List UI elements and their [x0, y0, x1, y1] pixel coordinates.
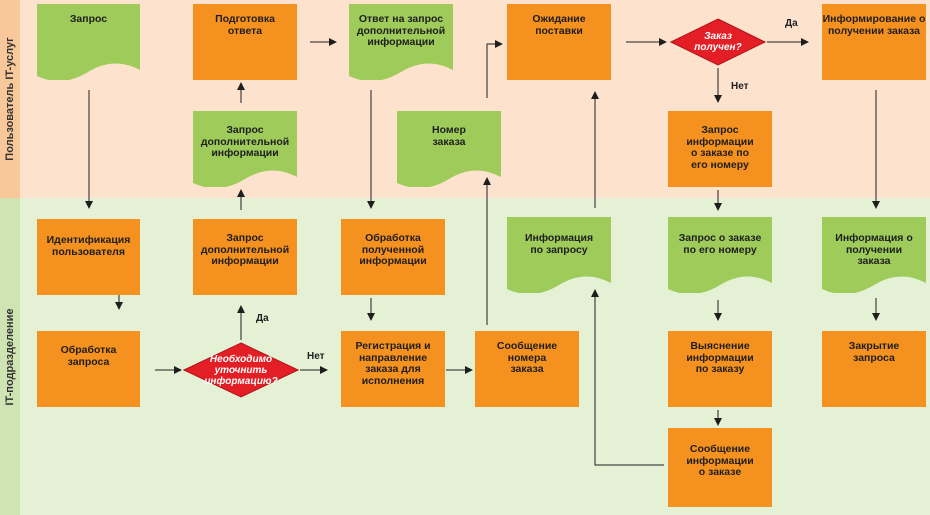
node-request: Запрос	[37, 4, 140, 80]
node-process-request-label: Обработка запроса	[60, 344, 117, 368]
node-order-request-by-number-label: Запрос о заказе по его номеру	[678, 232, 762, 256]
node-order-number: Номер заказа	[397, 111, 501, 187]
node-order-info-msg-label: Сообщение информации о заказе	[686, 443, 754, 478]
node-request-additional-top: Запрос дополнительной информации	[193, 111, 297, 187]
document-shape	[822, 217, 926, 293]
document-shape	[507, 217, 611, 293]
node-info-on-request: Информация по запросу	[507, 217, 611, 293]
arrow-order-number-to-waiting	[486, 40, 503, 98]
node-process-received-label: Обработка полученной информации	[359, 232, 427, 267]
node-close-request-label: Закрытие запроса	[848, 340, 900, 364]
diamond-shape	[183, 342, 299, 398]
lane-it-department: IT-подразделение	[0, 198, 930, 515]
document-shape	[668, 217, 772, 293]
decision-order-received: Заказ получен?	[670, 18, 766, 66]
node-info-on-request-label: Информация по запросу	[524, 232, 594, 256]
node-prepare-answer-label: Подготовка ответа	[215, 13, 275, 37]
node-request-additional-bottom-label: Запрос дополнительной информации	[200, 232, 290, 267]
node-close-request: Закрытие запроса	[822, 331, 926, 407]
document-shape	[37, 4, 140, 80]
label-yes-order-received: Да	[785, 18, 798, 29]
node-info-receipt-label: Информация о получении заказа	[835, 232, 913, 267]
document-shape	[193, 111, 297, 187]
arrow-info-msg-to-info	[591, 289, 664, 466]
label-no-need-info: Нет	[307, 351, 325, 362]
document-shape	[397, 111, 501, 187]
node-order-number-label: Номер заказа	[432, 124, 466, 148]
node-process-received: Обработка полученной информации	[341, 219, 445, 295]
decision-need-info-label: Необходимо уточнить информацию?	[204, 353, 278, 387]
node-answer-additional-label: Ответ на запрос дополнительной информаци…	[356, 13, 446, 48]
lane-label-column-bottom: IT-подразделение	[0, 198, 20, 515]
node-prepare-answer: Подготовка ответа	[193, 4, 297, 80]
node-identify-user: Идентификация пользователя	[37, 219, 140, 295]
node-inform-received-top: Информирование о получении заказа	[822, 4, 926, 80]
node-order-number-msg-label: Сообщение номера заказа	[496, 340, 558, 375]
node-identify-user-label: Идентификация пользователя	[46, 234, 131, 258]
node-waiting-delivery: Ожидание поставки	[507, 4, 611, 80]
node-info-receipt: Информация о получении заказа	[822, 217, 926, 293]
node-clarify-info-label: Выяснение информации по заказу	[686, 340, 754, 375]
decision-order-received-label: Заказ получен?	[694, 31, 742, 53]
node-inform-received-top-label: Информирование о получении заказа	[822, 13, 926, 37]
node-request-by-number: Запрос информации о заказе по его номеру	[668, 111, 772, 187]
diamond-shape	[670, 18, 766, 66]
node-order-request-by-number: Запрос о заказе по его номеру	[668, 217, 772, 293]
decision-need-info: Необходимо уточнить информацию?	[183, 342, 299, 398]
node-request-additional-bottom: Запрос дополнительной информации	[193, 219, 297, 295]
node-waiting-delivery-label: Ожидание поставки	[532, 13, 586, 37]
node-registration: Регистрация и направление заказа для исп…	[341, 331, 445, 407]
node-request-additional-top-label: Запрос дополнительной информации	[200, 124, 290, 159]
node-process-request: Обработка запроса	[37, 331, 140, 407]
node-request-label: Запрос	[69, 13, 108, 25]
document-shape	[349, 4, 453, 80]
node-registration-label: Регистрация и направление заказа для исп…	[355, 340, 431, 387]
node-order-info-msg: Сообщение информации о заказе	[668, 428, 772, 507]
node-order-number-msg: Сообщение номера заказа	[475, 331, 579, 407]
node-request-by-number-label: Запрос информации о заказе по его номеру	[686, 124, 754, 171]
label-yes-need-info: Да	[256, 313, 269, 324]
label-no-order-received: Нет	[731, 81, 749, 92]
lane-label-column-top: Пользователь IT-услуг	[0, 0, 20, 198]
node-answer-additional: Ответ на запрос дополнительной информаци…	[349, 4, 453, 80]
node-clarify-info: Выяснение информации по заказу	[668, 331, 772, 407]
